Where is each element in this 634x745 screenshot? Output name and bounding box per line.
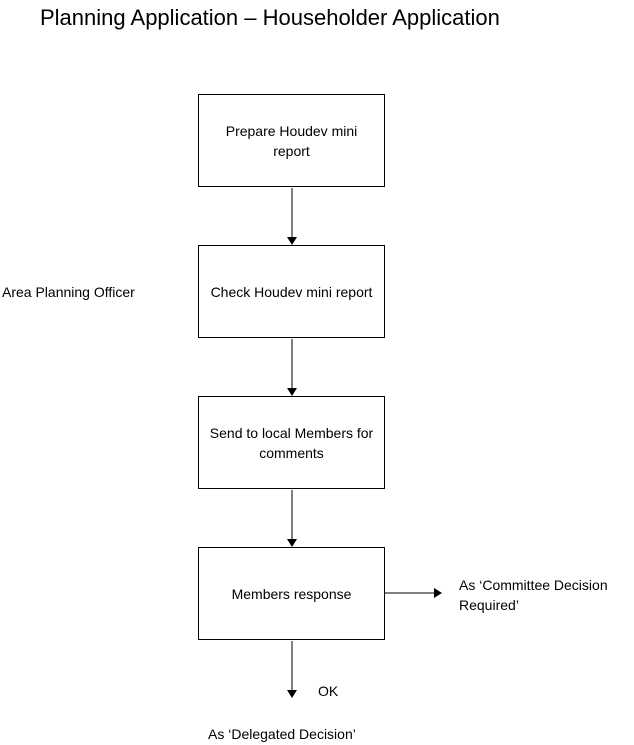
step-box-text: Check Houdev mini report [210, 283, 373, 300]
step-box-check-report: Check Houdev mini report [198, 245, 385, 338]
diagram-title: Planning Application – Householder Appli… [40, 5, 500, 30]
step-box-prepare-report: Prepare Houdev mini report [198, 94, 385, 187]
step-box-text: Send to local Members for comments [209, 424, 374, 461]
step-box-text: Prepare Houdev mini report [225, 122, 358, 159]
committee-decision-label: As ‘Committee Decision Required’ [459, 577, 608, 613]
step-box-text: Members response [231, 585, 352, 602]
step-box-members-response: Members response [198, 547, 385, 640]
ok-label: OK [318, 683, 339, 699]
step-box-send-to-members: Send to local Members for comments [198, 396, 385, 489]
side-label: Area Planning Officer [2, 284, 135, 300]
delegated-decision-label: As ‘Delegated Decision’ [208, 726, 356, 742]
